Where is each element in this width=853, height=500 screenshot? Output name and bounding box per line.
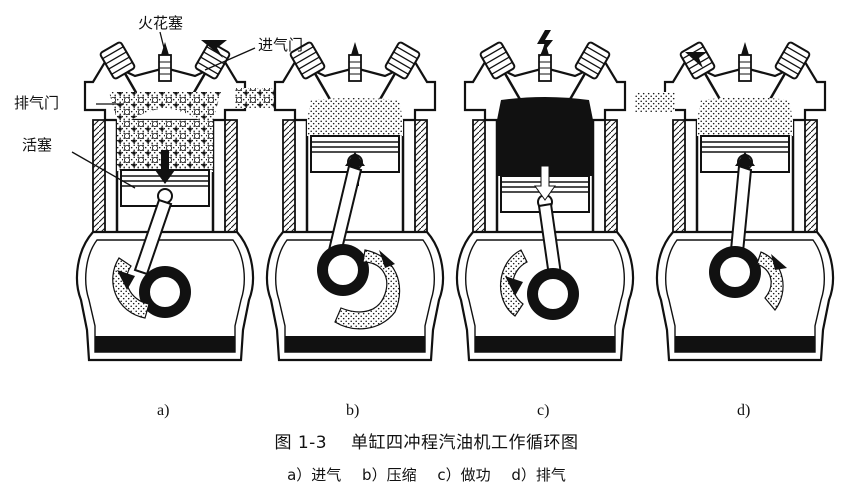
panel-label-d: d) (737, 402, 750, 419)
callouts (71, 31, 256, 189)
panel-d-exhaust (635, 40, 835, 362)
figure-caption: 图 1-3 单缸四冲程汽油机工作循环图 (0, 428, 853, 453)
callout-piston: 活塞 (22, 136, 52, 154)
subcaption-item: d）排气 (511, 466, 566, 484)
subcaption-item: a）进气 (287, 466, 342, 484)
figure-title: 单缸四冲程汽油机工作循环图 (351, 433, 579, 453)
panel-a-intake (75, 40, 289, 362)
panel-c-power (455, 30, 635, 362)
engine-cycle-figure: 火花塞 进气门 排气门 活塞 a) b) c) d) (14, 14, 835, 419)
figure-number: 图 1-3 (274, 433, 328, 453)
panel-label-c: c) (537, 402, 549, 419)
figure-subcaption: a）进气 b）压缩 c）做功 d）排气 (0, 464, 853, 485)
callout-intake-valve: 进气门 (258, 36, 303, 54)
panel-label-a: a) (157, 402, 169, 419)
callout-spark-plug: 火花塞 (138, 14, 183, 32)
subcaption-item: b）压缩 (362, 466, 417, 484)
panel-b-compression (265, 40, 445, 362)
subcaption-item: c）做功 (437, 466, 491, 484)
panel-label-b: b) (346, 402, 359, 419)
callout-exhaust-valve: 排气门 (14, 94, 59, 112)
